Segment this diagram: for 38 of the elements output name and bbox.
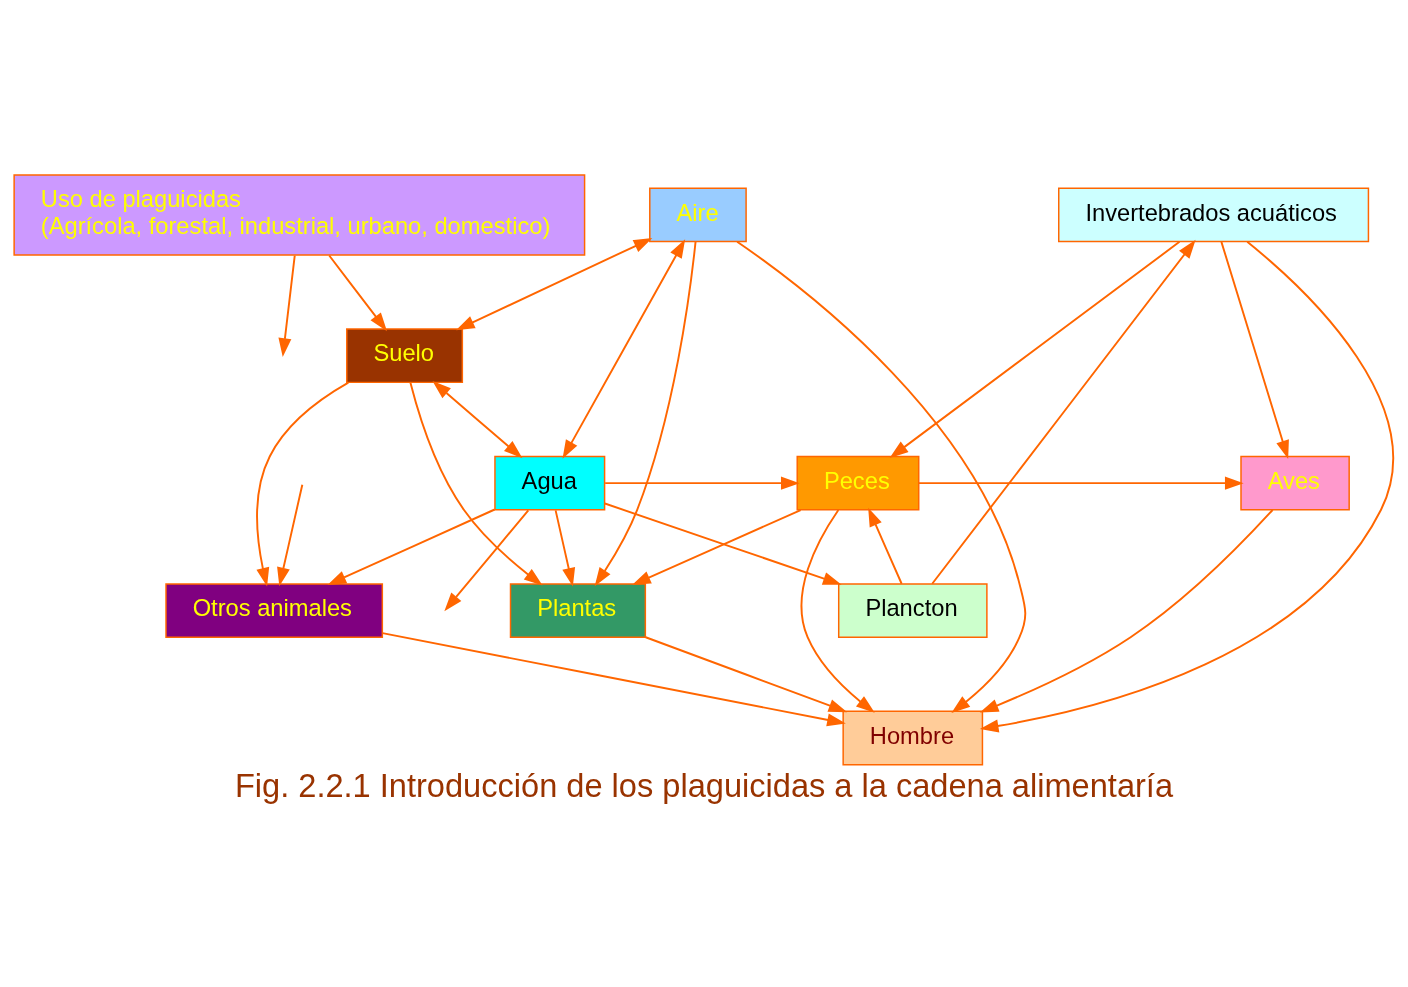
arrow — [736, 240, 1027, 713]
arrow — [918, 476, 1244, 490]
node-box: Otros animales — [165, 583, 384, 638]
arrow — [554, 509, 576, 587]
arrow — [278, 254, 296, 357]
arrow — [277, 483, 304, 587]
arrow — [409, 381, 543, 586]
node-box: Plantas — [509, 583, 647, 638]
arrow — [931, 239, 1196, 585]
node-box: Agua — [494, 455, 606, 511]
node-box: Plancton — [837, 583, 988, 638]
arrow — [444, 509, 530, 612]
node-box: Suelo — [346, 328, 464, 384]
arrow — [1220, 240, 1289, 460]
arrow — [889, 240, 1181, 459]
arrow — [603, 502, 842, 585]
node-box: Hombre — [842, 710, 984, 766]
arrow — [644, 636, 848, 713]
arrow — [632, 509, 802, 586]
arrow — [562, 239, 686, 459]
node-box: Uso de plaguicidas (Agrícola, forestal, industrial, urbano, domestico) — [13, 174, 586, 256]
arrow — [594, 241, 697, 587]
arrow — [432, 381, 523, 459]
arrow — [604, 476, 800, 490]
arrow — [328, 254, 388, 332]
caption: Fig. 2.2.1 Introducción de los plaguicidas a la cadena alimentaría — [234, 766, 1174, 804]
node-box: Invertebrados acuáticos — [1058, 187, 1370, 243]
node-box: Aves — [1240, 455, 1350, 511]
arrow — [256, 381, 350, 587]
arrow — [327, 508, 496, 585]
node-box: Aire — [649, 187, 747, 243]
arrow — [979, 509, 1274, 713]
node-box: Peces — [796, 455, 920, 511]
arrow — [381, 632, 846, 727]
arrow — [979, 240, 1395, 733]
arrow — [868, 507, 903, 585]
arrow — [455, 238, 653, 331]
arrow — [800, 509, 875, 713]
